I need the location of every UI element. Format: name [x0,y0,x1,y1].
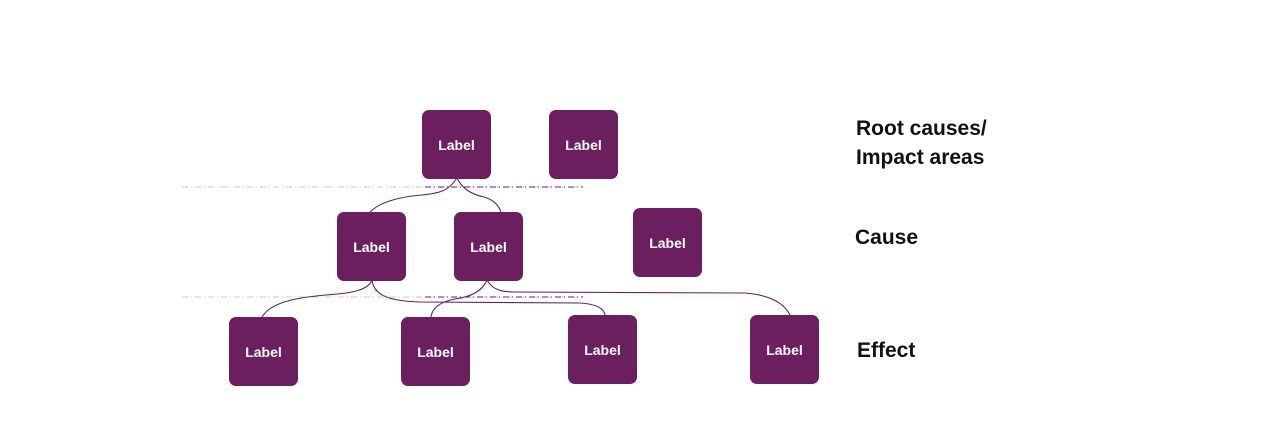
root-node-2-label: Label [565,136,602,153]
cause-node-1[interactable]: Label [337,212,406,281]
cause-node-1-label: Label [353,238,390,255]
level-label-cause: Cause [855,226,919,249]
connector-cause2-effect4 [486,279,791,316]
connector-root1-cause1 [369,177,458,213]
effect-node-1-label: Label [245,343,282,360]
cause-node-2-label: Label [470,238,507,255]
effect-node-1[interactable]: Label [229,317,298,386]
connector-cause1-effect3 [371,279,606,316]
effect-node-2[interactable]: Label [401,317,470,386]
root-node-1[interactable]: Label [422,110,491,179]
connector-cause2-effect2 [430,279,488,318]
level-label-effect: Effect [857,339,916,362]
connector-root1-cause2 [456,177,502,213]
cause-node-3[interactable]: Label [633,208,702,277]
effect-node-3[interactable]: Label [568,315,637,384]
cause-node-3-label: Label [649,234,686,251]
effect-node-4[interactable]: Label [750,315,819,384]
level-label-root-causes: Root causes/ Impact areas [856,117,987,169]
root-node-1-label: Label [438,136,475,153]
cause-node-2[interactable]: Label [454,212,523,281]
effect-node-4-label: Label [766,341,803,358]
effect-node-3-label: Label [584,341,621,358]
root-node-2[interactable]: Label [549,110,618,179]
effect-node-2-label: Label [417,343,454,360]
connector-cause1-effect1 [261,279,373,318]
